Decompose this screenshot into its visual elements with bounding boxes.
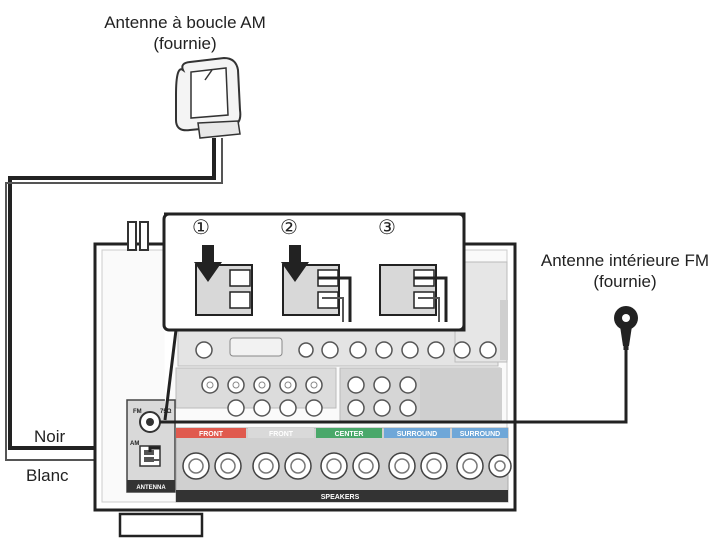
fm-antenna-subtitle: (fournie): [593, 272, 657, 291]
fm-panel-label: FM: [133, 409, 142, 415]
speaker-channel-front-left: FRONT: [199, 431, 224, 438]
am-loop-antenna: [175, 56, 242, 139]
step-1-number: ①: [192, 217, 210, 239]
am-panel-label: AM: [130, 441, 139, 447]
fm-antenna-title: Antenne intérieure FM: [540, 251, 710, 270]
wire-white-label: Blanc: [26, 466, 69, 485]
am-cable-black: [8, 138, 216, 450]
speaker-channel-front-right: FRONT: [269, 431, 294, 438]
speaker-terminals: FRONT FRONT CENTER SURROUND SURROUND SPE…: [175, 427, 512, 503]
antenna-panel-label: ANTENNA: [136, 485, 166, 491]
step-2-number: ②: [280, 217, 298, 239]
speaker-channel-surround-left: SURROUND: [397, 431, 437, 438]
step-3-release: [379, 264, 448, 322]
fm-indoor-antenna: [614, 306, 638, 350]
am-antenna-title: Antenne à boucle AM: [104, 13, 266, 32]
antenna-terminal: ANTENNA FM 75Ω AM: [126, 399, 176, 493]
speakers-label: SPEAKERS: [321, 494, 360, 501]
step-2-insert-wire: [281, 245, 352, 322]
speaker-channel-center: CENTER: [335, 431, 364, 438]
speaker-channel-surround-right: SURROUND: [460, 431, 500, 438]
wire-black-label: Noir: [34, 427, 66, 446]
am-cable-white: [5, 138, 223, 461]
fm-antenna-cable: [160, 320, 628, 424]
step-3-number: ③: [378, 217, 396, 239]
step-1-press: [194, 245, 253, 316]
connection-steps-callout: ① ② ③: [162, 212, 466, 421]
am-antenna-subtitle: (fournie): [153, 34, 217, 53]
